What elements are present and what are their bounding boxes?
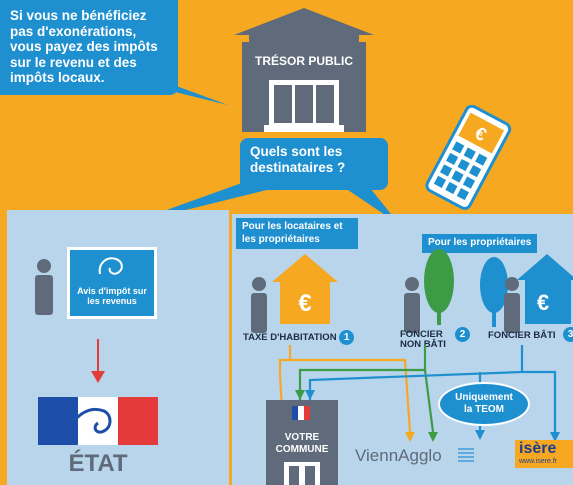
intro-text: Si vous ne bénéficiez pas d'exonérations…	[10, 8, 158, 86]
person-house-icon	[251, 277, 267, 333]
marianne-logo-icon	[98, 257, 123, 275]
teom-text: Uniquement la TEOM	[455, 392, 513, 415]
isere-text: isère	[519, 440, 557, 457]
etat-flag-logo	[38, 397, 158, 445]
foncier-bati-text: FONCIER BÂTI	[488, 330, 556, 341]
foncier-non-bati-text: FONCIER NON BÂTI	[400, 329, 446, 351]
tree-blue-icon	[480, 257, 508, 327]
foncier-bati-label: FONCIER BÂTI	[488, 330, 556, 341]
tax-number-1: 1	[339, 330, 355, 345]
down-arrow-icon	[91, 339, 105, 383]
person-left-icon	[35, 259, 53, 315]
tax-number-3: 3	[563, 327, 573, 342]
phone-icon: €	[425, 105, 512, 210]
house-blue-euro: €	[536, 290, 550, 315]
intro-bubble: Si vous ne bénéficiez pas d'exonérations…	[0, 0, 178, 95]
owners-chip: Pour les propriétaires	[422, 234, 538, 253]
vienn-agglo-logo: ViennAgglo	[355, 446, 442, 465]
house-orange-icon	[272, 254, 338, 324]
commune-building	[266, 400, 338, 485]
tax-habitation-text: TAXE D'HABITATION	[243, 332, 337, 343]
foncier-non-bati-label: FONCIER NON BÂTI	[400, 329, 460, 351]
person-right-icon	[504, 277, 520, 333]
tax-number-2: 2	[455, 327, 470, 342]
house-blue-icon	[517, 254, 573, 324]
question-bubble: Quels sont les destinataires ?	[240, 138, 388, 190]
house-euro: €	[298, 290, 312, 317]
etat-label: ÉTAT	[68, 450, 128, 477]
tax-notice-title: Avis d'impôt sur les revenus	[77, 286, 147, 306]
teom-badge: Uniquement la TEOM	[438, 382, 530, 426]
vienn-agglo-mark-icon	[458, 448, 474, 462]
question-text: Quels sont les destinataires ?	[250, 144, 346, 175]
tenants-owners-chip: Pour les locataires et les propriétaires	[236, 218, 358, 249]
tree-green-icon	[424, 249, 454, 325]
treasury-building	[234, 8, 374, 132]
tax-habitation-label: TAXE D'HABITATION 1	[243, 330, 355, 345]
isere-logo: isère www.isere.fr	[515, 440, 573, 468]
treasury-label: TRÉSOR PUBLIC	[254, 54, 353, 68]
person-tree-icon	[404, 277, 420, 333]
isere-url: www.isere.fr	[519, 458, 558, 465]
tax-notice-card: Avis d'impôt sur les revenus	[67, 247, 157, 319]
commune-label: VOTRE COMMUNE	[275, 432, 329, 455]
